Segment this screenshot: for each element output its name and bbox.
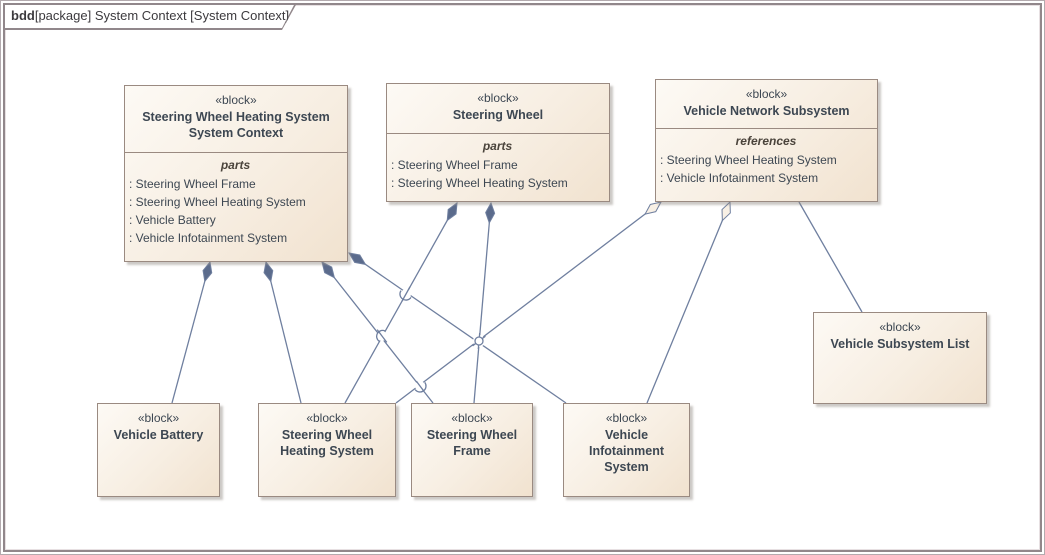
frame-title-text: [package] System Context [System Context… bbox=[34, 8, 290, 23]
stereotype-label: «block» bbox=[745, 87, 788, 101]
aggregation-connector-network-to-heating-system[interactable] bbox=[395, 202, 661, 404]
parts-compartment: parts : Steering Wheel Frame : Steering … bbox=[387, 134, 609, 192]
part-item: : Vehicle Battery bbox=[129, 213, 216, 227]
block-name: Vehicle Subsystem List bbox=[830, 337, 970, 351]
block-header: «block» Steering Wheel Frame bbox=[412, 404, 532, 459]
compartment-label: references bbox=[735, 134, 797, 148]
part-item: : Steering Wheel Frame bbox=[391, 158, 518, 172]
part-item: : Vehicle Infotainment System bbox=[129, 231, 288, 245]
block-header: «block» Vehicle Subsystem List bbox=[814, 313, 986, 352]
stereotype-label: «block» bbox=[137, 411, 180, 425]
block-vehicle-network-subsystem[interactable]: «block» Vehicle Network Subsystem refere… bbox=[655, 79, 878, 202]
block-header: «block» Steering Wheel bbox=[387, 84, 609, 134]
stereotype-label: «block» bbox=[605, 411, 648, 425]
frame-title-tab-fill bbox=[5, 5, 297, 30]
block-vehicle-battery[interactable]: «block» Vehicle Battery bbox=[97, 403, 220, 497]
composition-connector-context-to-heating-system[interactable] bbox=[266, 262, 302, 404]
composition-connector-wheel-to-heating-system[interactable] bbox=[344, 203, 457, 404]
block-header: «block» Vehicle Network Subsystem bbox=[656, 80, 877, 129]
stereotype-label: «block» bbox=[451, 411, 493, 425]
block-header: «block» Steering Wheel Heating System bbox=[259, 404, 395, 459]
block-steering-wheel-heating-system[interactable]: «block» Steering Wheel Heating System bbox=[258, 403, 396, 497]
reference-item: : Vehicle Infotainment System bbox=[660, 171, 819, 185]
part-item: : Steering Wheel Heating System bbox=[129, 195, 306, 209]
frame-title-keyword: bdd bbox=[11, 8, 35, 23]
frame-title: bdd[package] System Context [System Cont… bbox=[11, 8, 289, 23]
block-vehicle-subsystem-list[interactable]: «block» Vehicle Subsystem List bbox=[813, 312, 987, 404]
block-name: Steering Wheel Frame bbox=[426, 428, 518, 458]
aggregation-connector-network-to-infotainment[interactable] bbox=[646, 202, 730, 404]
block-header: «block» Vehicle Battery bbox=[98, 404, 219, 443]
association-connector-network-to-subsystem-list[interactable] bbox=[798, 201, 863, 313]
composition-connector-wheel-to-wheel-frame[interactable] bbox=[473, 203, 491, 404]
compartment-label: parts bbox=[220, 158, 251, 172]
parts-compartment: parts : Steering Wheel Frame : Steering … bbox=[125, 153, 347, 247]
block-name: Steering Wheel Heating System bbox=[280, 428, 374, 458]
stereotype-label: «block» bbox=[477, 91, 519, 105]
references-compartment: references : Steering Wheel Heating Syst… bbox=[656, 129, 877, 187]
line-jumps bbox=[376, 286, 486, 393]
frame-title-tab: bdd[package] System Context [System Cont… bbox=[3, 3, 297, 30]
block-name: Steering Wheel bbox=[452, 108, 544, 122]
block-steering-wheel-heating-system-system-context[interactable]: «block» Steering Wheel Heating System Sy… bbox=[124, 85, 348, 262]
block-name: Vehicle Network Subsystem bbox=[683, 104, 850, 118]
block-header: «block» Steering Wheel Heating System Sy… bbox=[125, 86, 347, 153]
composition-connector-context-to-vehicle-battery[interactable] bbox=[171, 262, 210, 404]
part-item: : Steering Wheel Frame bbox=[129, 177, 256, 191]
block-header: «block» Vehicle Infotainment System bbox=[564, 404, 689, 475]
block-name: Vehicle Battery bbox=[113, 428, 204, 442]
reference-item: : Steering Wheel Heating System bbox=[660, 153, 837, 167]
stereotype-label: «block» bbox=[215, 93, 257, 107]
diagram-frame bbox=[3, 3, 1042, 552]
stereotype-label: «block» bbox=[879, 320, 921, 334]
block-steering-wheel-frame[interactable]: «block» Steering Wheel Frame bbox=[411, 403, 533, 497]
compartment-label: parts bbox=[482, 139, 513, 153]
block-steering-wheel[interactable]: «block» Steering Wheel parts : Steering … bbox=[386, 83, 610, 202]
composition-connector-context-to-infotainment[interactable] bbox=[349, 253, 567, 404]
block-name: Steering Wheel Heating System System Con… bbox=[142, 110, 330, 140]
stereotype-label: «block» bbox=[306, 411, 348, 425]
block-name: Vehicle Infotainment System bbox=[589, 428, 664, 474]
block-vehicle-infotainment-system[interactable]: «block» Vehicle Infotainment System bbox=[563, 403, 690, 497]
part-item: : Steering Wheel Heating System bbox=[391, 176, 568, 190]
